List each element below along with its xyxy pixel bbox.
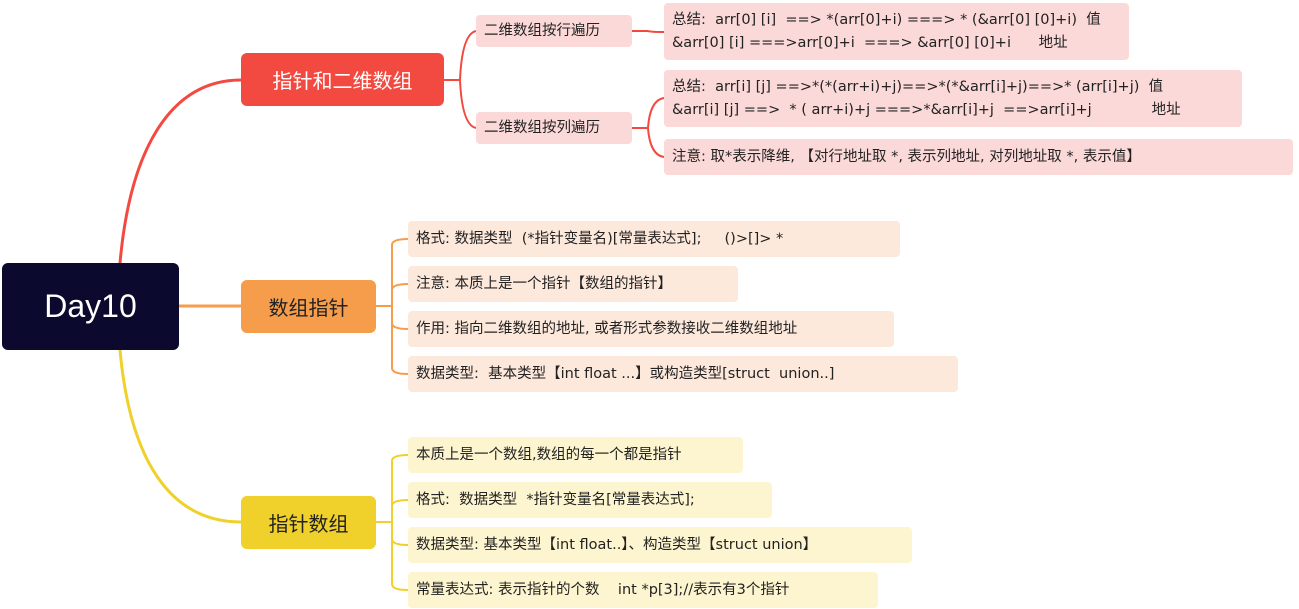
connector-root-to-pointer-array [118, 349, 242, 524]
connector-col-detail-1 [632, 97, 665, 129]
note-line: 注意: 取*表示降维, 【对行地址取 *, 表示列地址, 对列地址取 *, 表示… [672, 148, 1141, 165]
connector-row-traversal [444, 30, 477, 81]
node-row-traversal[interactable]: 二维数组按行遍历 [476, 15, 632, 47]
node-label: 二维数组按行遍历 [484, 22, 600, 39]
item-text: 格式: 数据类型 (*指针变量名)[常量表达式]; ()>[]> * [416, 230, 784, 247]
summary-line-1: 总结: arr[0] [i] ==> *(arr[0]+i) ===> * (&… [672, 11, 1101, 28]
connector-root-to-pointer-2d [118, 78, 242, 264]
array-pointer-item-format[interactable]: 格式: 数据类型 (*指针变量名)[常量表达式]; ()>[]> * [408, 221, 900, 257]
root-node[interactable]: Day10 [2, 263, 179, 350]
branch-label: 指针数组 [268, 512, 349, 536]
pointer-array-item-essence[interactable]: 本质上是一个数组,数组的每一个都是指针 [408, 437, 743, 473]
pointer-array-item-datatype[interactable]: 数据类型: 基本类型【int float..】、构造类型【struct unio… [408, 527, 912, 563]
connector-col-traversal [444, 79, 477, 129]
node-col-traversal[interactable]: 二维数组按列遍历 [476, 112, 632, 144]
node-label: 二维数组按列遍历 [484, 119, 600, 136]
summary-line-2: &arr[0] [i] ===>arr[0]+i ===> &arr[0] [0… [672, 34, 1068, 51]
item-text: 常量表达式: 表示指针的个数 int *p[3];//表示有3个指针 [416, 581, 790, 598]
node-col-note[interactable]: 注意: 取*表示降维, 【对行地址取 *, 表示列地址, 对列地址取 *, 表示… [664, 139, 1293, 175]
root-label: Day10 [44, 288, 137, 324]
array-pointer-item-purpose[interactable]: 作用: 指向二维数组的地址, 或者形式参数接收二维数组地址 [408, 311, 894, 347]
branch-pointer-2d-array[interactable]: 指针和二维数组 [241, 53, 444, 106]
node-col-summary[interactable]: 总结: arr[i] [j] ==>*(*(arr+i)+j)==>*(*&ar… [664, 70, 1242, 127]
pointer-array-item-format[interactable]: 格式: 数据类型 *指针变量名[常量表达式]; [408, 482, 772, 518]
pointer-array-item-constant[interactable]: 常量表达式: 表示指针的个数 int *p[3];//表示有3个指针 [408, 572, 878, 608]
item-text: 本质上是一个数组,数组的每一个都是指针 [416, 446, 682, 463]
branch-label: 数组指针 [268, 296, 349, 320]
item-text: 格式: 数据类型 *指针变量名[常量表达式]; [416, 491, 695, 508]
item-text: 数据类型: 基本类型【int float..】、构造类型【struct unio… [416, 536, 818, 553]
branch-label: 指针和二维数组 [272, 69, 413, 93]
summary-line-1: 总结: arr[i] [j] ==>*(*(arr+i)+j)==>*(*&ar… [672, 78, 1164, 95]
array-pointer-item-note[interactable]: 注意: 本质上是一个指针【数组的指针】 [408, 266, 738, 302]
item-text: 数据类型: 基本类型【int float ...】或构造类型[struct un… [416, 365, 835, 382]
branch-pointer-array[interactable]: 指针数组 [241, 496, 376, 549]
item-text: 作用: 指向二维数组的地址, 或者形式参数接收二维数组地址 [416, 320, 798, 337]
summary-line-2: &arr[i] [j] ==> * ( arr+i)+j ===>*&arr[i… [672, 101, 1181, 118]
connector-row-detail [632, 30, 665, 33]
branch-array-pointer[interactable]: 数组指针 [241, 280, 376, 333]
item-text: 注意: 本质上是一个指针【数组的指针】 [416, 275, 672, 292]
array-pointer-item-datatype[interactable]: 数据类型: 基本类型【int float ...】或构造类型[struct un… [408, 356, 958, 392]
node-row-summary[interactable]: 总结: arr[0] [i] ==> *(arr[0]+i) ===> * (&… [664, 3, 1129, 60]
connector-col-detail-2 [632, 127, 665, 158]
